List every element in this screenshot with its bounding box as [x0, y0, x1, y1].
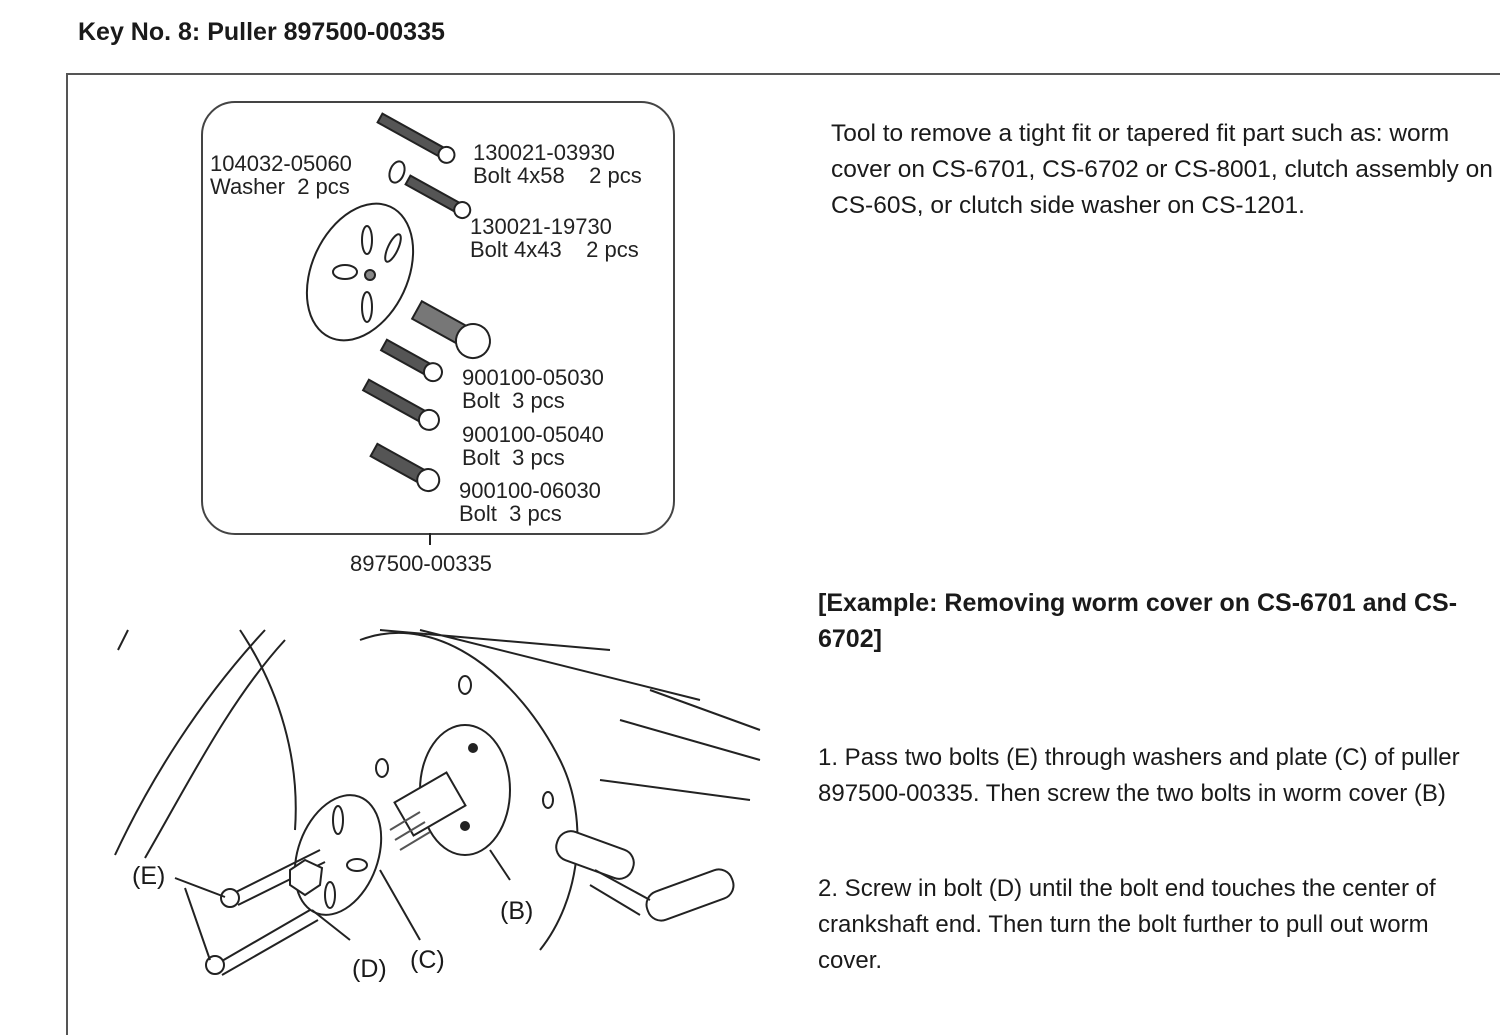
step-1: 1. Pass two bolts (E) through washers an… — [818, 744, 1460, 807]
callout-e: (E) — [132, 862, 166, 890]
callout-b: (B) — [500, 897, 534, 925]
plate-icon — [305, 202, 415, 342]
washer-icon — [388, 160, 406, 184]
callout-d: (D) — [352, 955, 387, 983]
content-frame — [66, 73, 1500, 1035]
part-number: 130021-19730 — [470, 214, 612, 239]
assembly-number: 897500-00335 — [350, 551, 492, 576]
tool-description: Tool to remove a tight fit or tapered fi… — [831, 120, 1493, 219]
parts-kit-box — [201, 101, 675, 535]
part-number: 900100-05030 — [462, 365, 604, 390]
bolt-icon — [369, 442, 441, 493]
part-desc: Bolt 3 pcs — [459, 501, 562, 526]
part-number: 900100-06030 — [459, 478, 601, 503]
callout-c: (C) — [410, 946, 445, 974]
part-desc: Bolt 4x58 2 pcs — [473, 163, 642, 188]
bolt-icon — [376, 112, 456, 164]
bolt-icon — [379, 338, 443, 383]
page-title: Key No. 8: Puller 897500-00335 — [78, 18, 445, 46]
bolt-icon — [361, 378, 440, 431]
part-desc: Bolt 4x43 2 pcs — [470, 237, 639, 262]
part-desc: Washer 2 pcs — [210, 174, 350, 199]
part-desc: Bolt 3 pcs — [462, 388, 565, 413]
part-number: 104032-05060 — [210, 151, 352, 176]
step-2: 2. Screw in bolt (D) until the bolt end … — [818, 875, 1436, 974]
puller-usage-illustration — [114, 629, 761, 976]
bolt-icon — [410, 299, 491, 360]
part-number: 130021-03930 — [473, 140, 615, 165]
bolt-icon — [404, 174, 472, 220]
part-desc: Bolt 3 pcs — [462, 445, 565, 470]
example-heading: [Example: Removing worm cover on CS-6701… — [818, 589, 1458, 653]
part-number: 900100-05040 — [462, 422, 604, 447]
